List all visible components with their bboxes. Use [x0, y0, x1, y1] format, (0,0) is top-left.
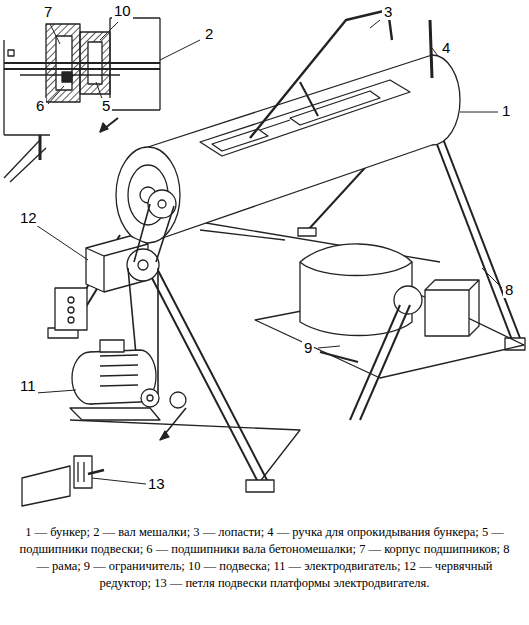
- callout-number: 10: [112, 3, 133, 19]
- callout-number: 7: [42, 4, 54, 20]
- callout-number: 4: [440, 40, 452, 56]
- worm-gearbox: [86, 190, 176, 292]
- callout-number: 6: [34, 98, 46, 114]
- callout-number: 5: [100, 98, 112, 114]
- callout-number: 9: [302, 340, 314, 356]
- callout-number: 12: [18, 210, 39, 226]
- electric-motor: [70, 340, 186, 440]
- callout-number: 2: [203, 26, 215, 42]
- callout-number: 1: [500, 103, 512, 119]
- callout-number: 13: [146, 476, 167, 492]
- callout-number: 3: [382, 4, 394, 20]
- loop-inset: [22, 456, 104, 506]
- figure-caption: 1 — бункер; 2 — вал мешалки; 3 — лопасти…: [14, 524, 515, 592]
- control-box: [55, 288, 87, 330]
- callout-number: 8: [503, 282, 515, 298]
- leader-lines: [36, 20, 502, 484]
- callout-number: 11: [18, 378, 38, 394]
- drum-hopper: [116, 10, 460, 243]
- tilted-drum-view: [300, 244, 479, 420]
